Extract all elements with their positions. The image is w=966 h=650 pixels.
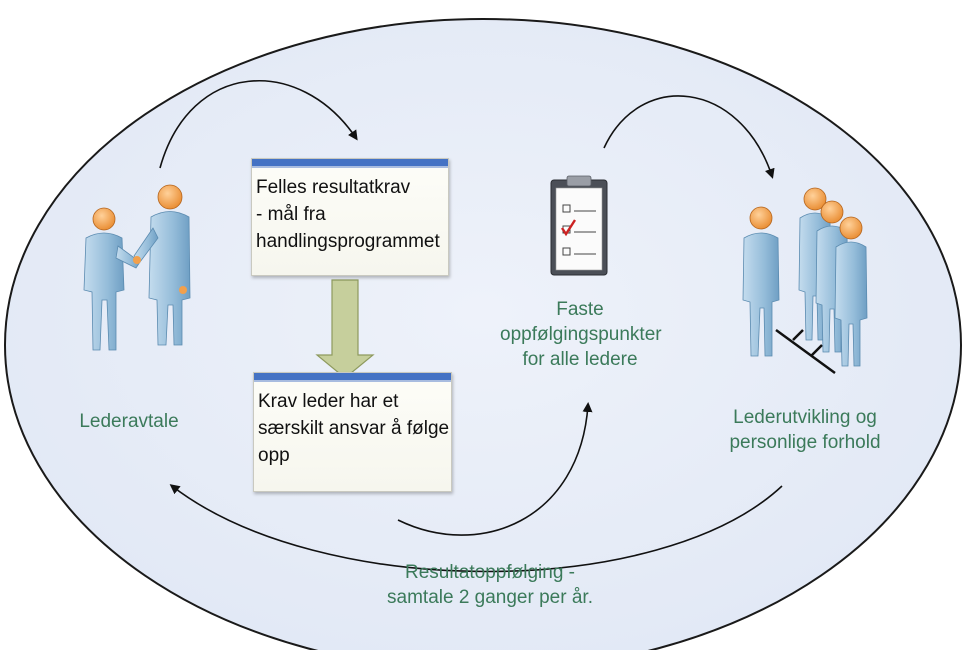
krav-leder-box: Krav leder har et særskilt ansvar å følg… <box>253 372 452 492</box>
cycle-ellipse <box>4 18 962 650</box>
felles-resultatkrav-box: Felles resultatkrav - mål fra handlingsp… <box>251 158 449 276</box>
label-lederavtale: Lederavtale <box>79 411 179 432</box>
krav-leder-text: Krav leder har et særskilt ansvar å følg… <box>258 391 450 466</box>
arrow-to-faste <box>397 402 593 536</box>
box-header-bar <box>252 159 448 168</box>
two-people-handshake-icon <box>83 184 191 351</box>
team-org-chart-icon <box>742 187 868 375</box>
label-resultatoppfolging: Resultatoppfølging - samtale 2 ganger pe… <box>387 562 593 608</box>
felles-resultatkrav-text: Felles resultatkrav - mål fra handlingsp… <box>256 177 440 252</box>
down-arrow <box>315 279 375 379</box>
arrow-to-lederutvikling <box>603 95 775 179</box>
arrow-to-felles <box>159 79 358 169</box>
label-faste-oppfolgingspunkter: Faste oppfølgingspunkter for alle ledere <box>500 299 662 370</box>
box-header-bar <box>254 373 451 382</box>
clipboard-checklist-icon <box>550 175 608 276</box>
arrow-to-lederavtale <box>169 484 783 573</box>
label-lederutvikling: Lederutvikling og personlige forhold <box>729 407 881 453</box>
